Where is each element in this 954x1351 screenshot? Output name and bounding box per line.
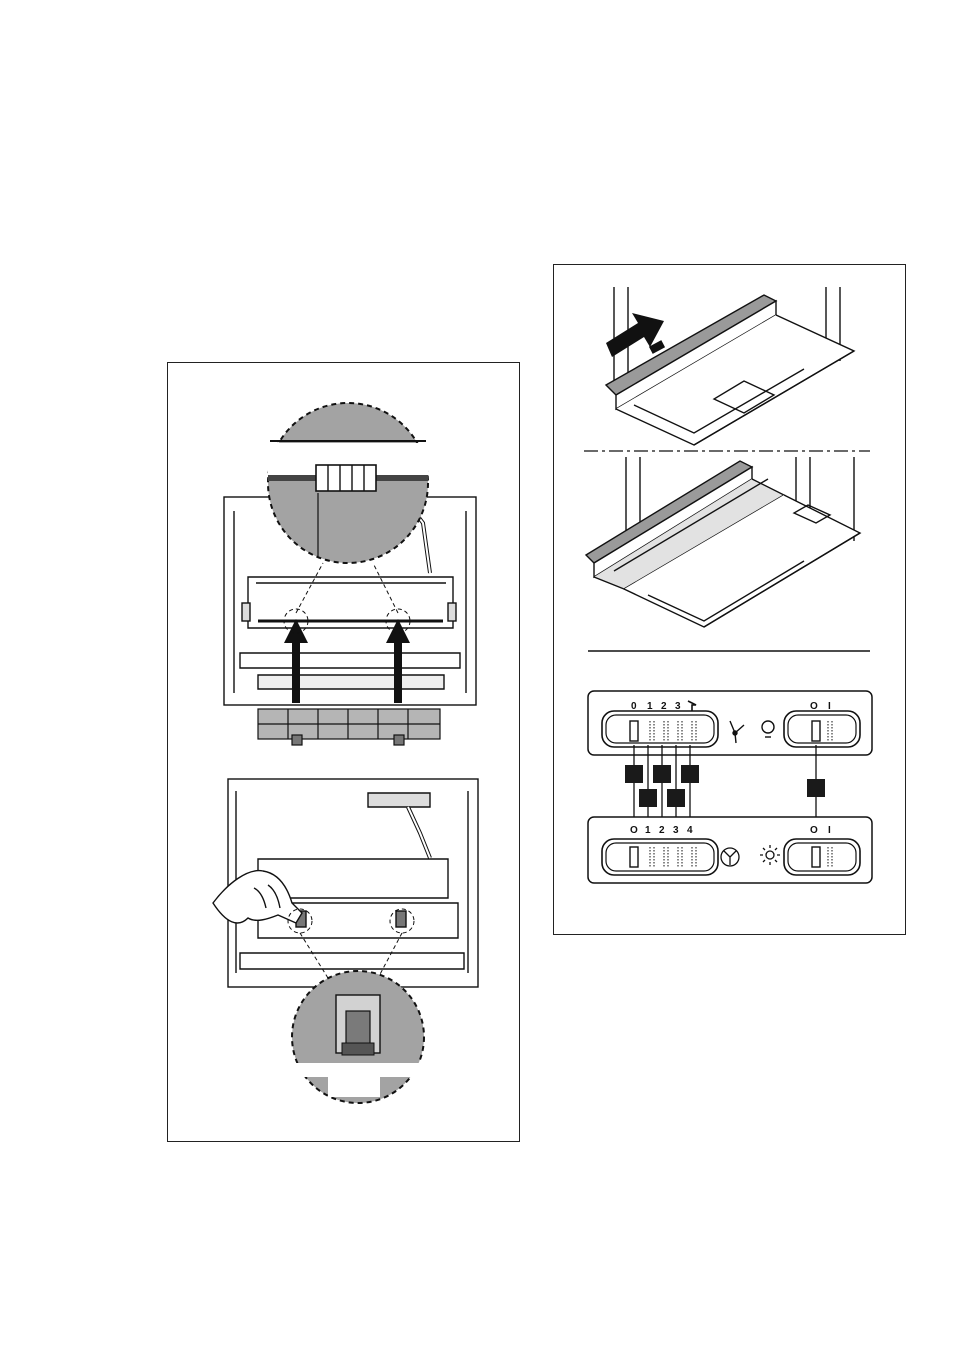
hood-operation-illustration: 0 1 2 3 O I [554, 265, 907, 936]
bottom-light-label-on: I [828, 825, 831, 836]
marker-c [681, 765, 699, 783]
marker-e [667, 789, 685, 807]
hood-operation-panel: 0 1 2 3 O I [553, 264, 906, 935]
bottom-fan-label-3: 3 [673, 825, 679, 836]
filter-removal-illustration [168, 363, 521, 1143]
control-panel-top: 0 1 2 3 O I [588, 691, 872, 755]
bottom-fan-label-4: 4 [687, 825, 693, 836]
hood-retracted-view [606, 287, 854, 445]
marker-f [807, 779, 825, 797]
top-fan-label-2: 2 [661, 701, 667, 712]
control-panel-bottom: O 1 2 3 4 [588, 817, 872, 883]
bottom-fan-label-2: 2 [659, 825, 665, 836]
zoom-detail-clip [268, 403, 428, 563]
filter-removal-panel [167, 362, 520, 1142]
hood-extended-view [586, 457, 860, 627]
zoom-detail-latch [292, 971, 424, 1103]
bottom-light-label-off: O [810, 825, 818, 836]
marker-d [639, 789, 657, 807]
top-fan-label-3: 3 [675, 701, 681, 712]
top-light-label-off: O [810, 701, 818, 712]
callout-markers [625, 765, 825, 807]
bottom-fan-label-1: 1 [645, 825, 651, 836]
extend-arrow [606, 313, 665, 357]
grease-filter [258, 709, 440, 745]
bottom-fan-label-0: O [630, 825, 638, 836]
top-light-label-on: I [828, 701, 831, 712]
marker-b [653, 765, 671, 783]
marker-a [625, 765, 643, 783]
top-fan-label-0: 0 [631, 701, 637, 712]
top-fan-label-1: 1 [647, 701, 653, 712]
